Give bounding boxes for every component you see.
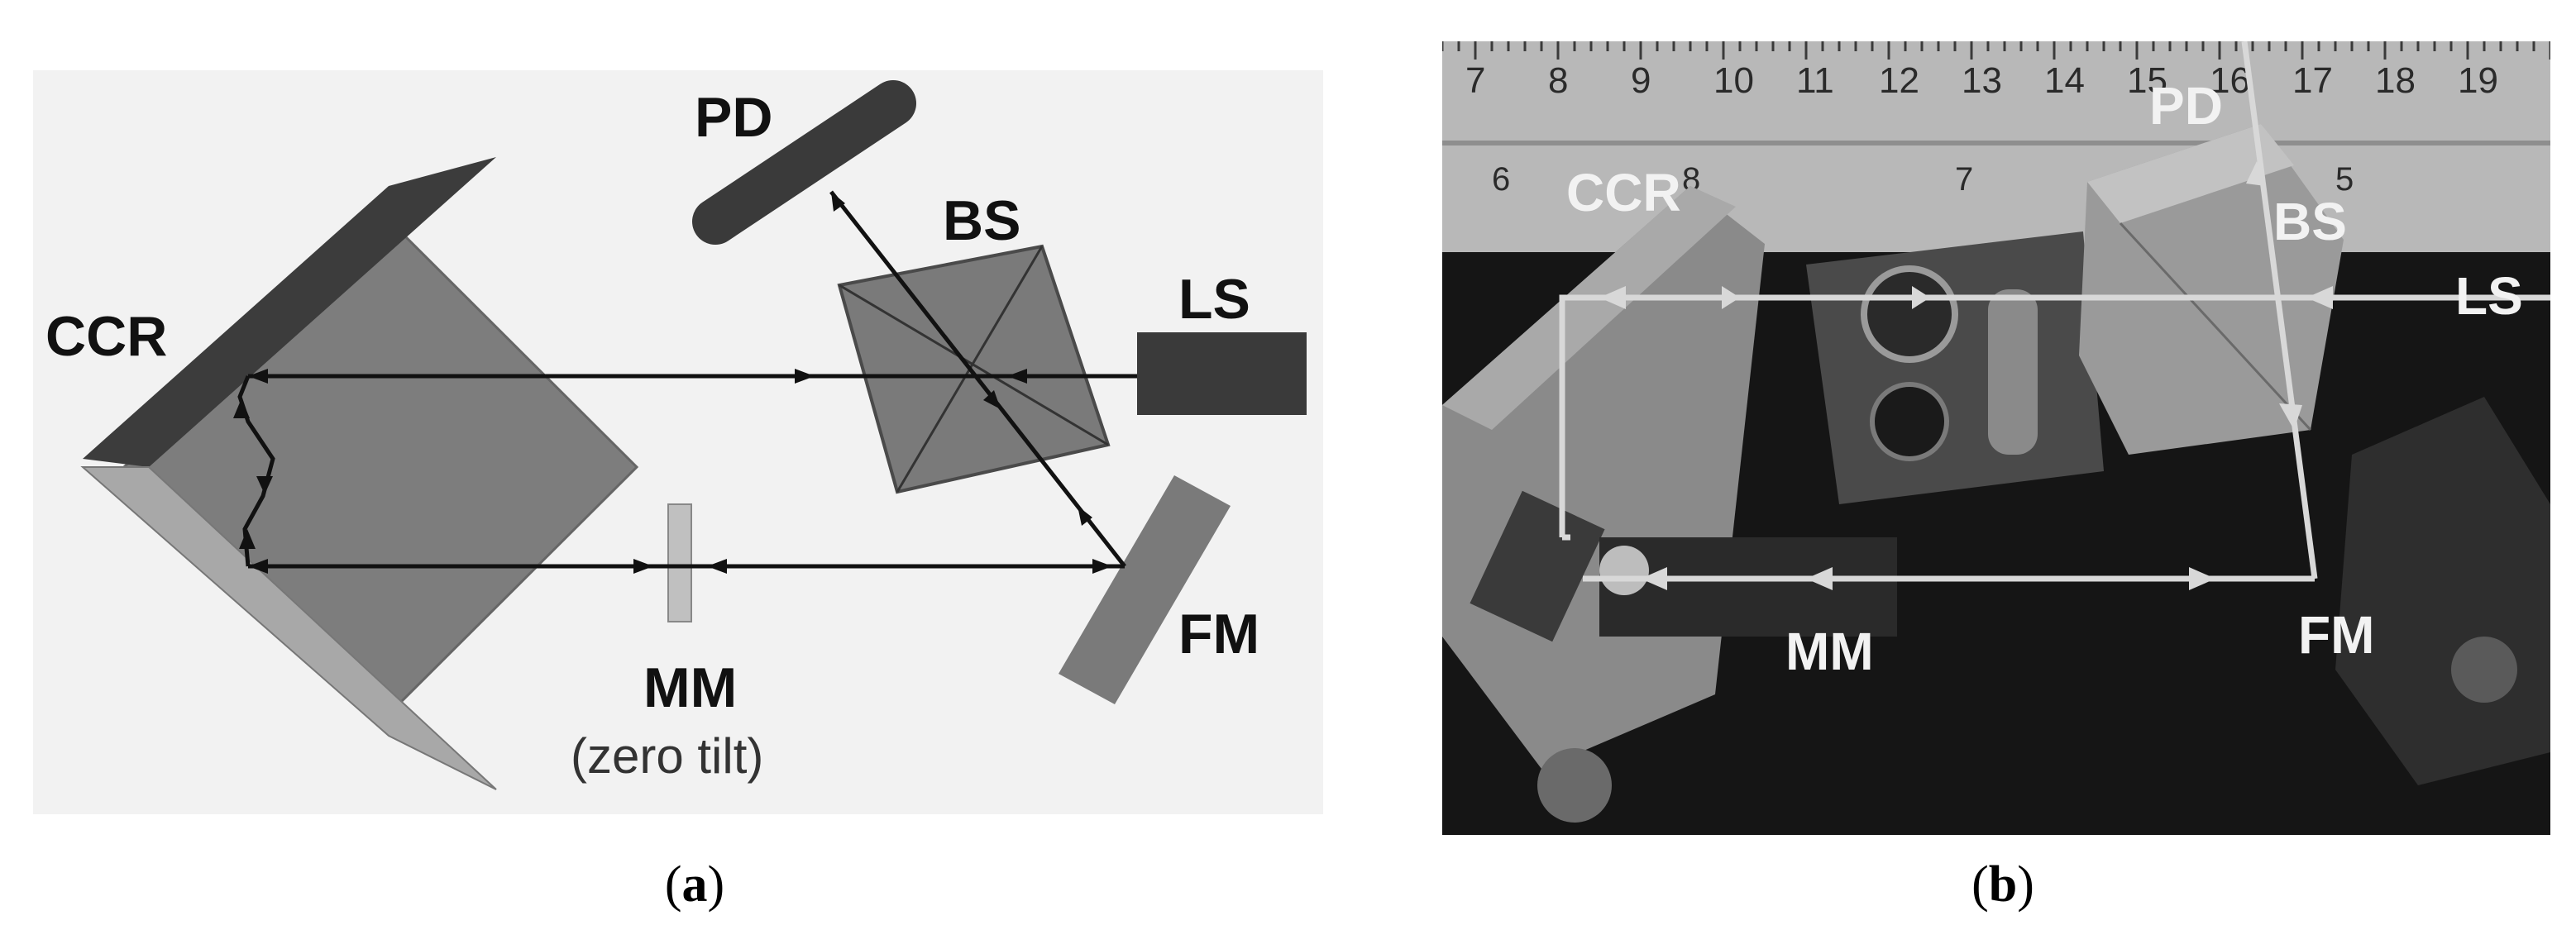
- photo-screw-1: [1861, 265, 1958, 363]
- caption-b-letter: b: [1988, 856, 2018, 913]
- arrow-lower-from-mm: [707, 559, 727, 574]
- photo-beam-diagonal: [2241, 41, 2318, 579]
- ccr-component: [80, 157, 639, 790]
- ruler-number: 8: [1548, 60, 1568, 101]
- ruler-inch-number: 7: [1955, 161, 1973, 198]
- ruler: 7 8 9 10 11 12 13 14 15 16 17 18 19 6 8 7 5: [1442, 41, 2550, 252]
- photo-label-ls: LS: [2455, 266, 2523, 326]
- schematic-labels: PD BS LS CCR FM MM: [45, 86, 1259, 719]
- beam-in-ccr: [237, 375, 275, 567]
- caption-a: (a): [664, 856, 725, 913]
- arrow-diag-2: [1078, 506, 1092, 526]
- label-bs: BS: [943, 189, 1020, 252]
- photo-beam-upper: [1559, 294, 2550, 537]
- ruler-number: 15: [2127, 60, 2167, 101]
- ruler-inch-number: 6: [1492, 161, 1510, 198]
- photo-post: [1988, 289, 2038, 455]
- schematic-panel: PD BS LS CCR FM MM (zero tilt): [0, 0, 1356, 860]
- ruler-number: 9: [1631, 60, 1651, 101]
- photo-arrow-upper-3: [1912, 286, 1930, 309]
- label-fm: FM: [1178, 603, 1259, 665]
- ruler-number: 13: [1962, 60, 2002, 101]
- photo-arrow-upper-left: [1599, 286, 1626, 309]
- ruler-number: 11: [1796, 60, 1834, 101]
- photo-knob: [1537, 748, 1612, 823]
- label-ls: LS: [1178, 268, 1250, 331]
- ruler-inch-number: 8: [1682, 161, 1700, 198]
- photo-ccr-top: [1442, 186, 1736, 430]
- photo-arrow-pd: [2246, 161, 2265, 186]
- photo-label-pd: PD: [2149, 76, 2223, 136]
- ruler-inch-number: 5: [2335, 161, 2354, 198]
- mm-component: [667, 503, 692, 622]
- photo-beam-arrows: [1599, 161, 2333, 590]
- photo-arrow-lower-3: [2189, 567, 2215, 590]
- photo-arrow-lower-1: [1641, 567, 1667, 590]
- ls-component: [1137, 332, 1307, 415]
- photo-label-ccr: CCR: [1566, 163, 1681, 222]
- label-pd: PD: [695, 86, 772, 149]
- ruler-number: 17: [2292, 60, 2333, 101]
- ruler-number: 19: [2458, 60, 2498, 101]
- photo-bs-diagonal: [2119, 222, 2312, 432]
- photo-arrow-diag: [2279, 403, 2302, 430]
- photo-screw-2: [1870, 382, 1949, 461]
- label-mm-note: (zero tilt): [571, 728, 763, 784]
- ruler-numbers: 7 8 9 10 11 12 13 14 15 16 17 18 19: [1465, 60, 2498, 101]
- arrow-ccr-2: [256, 476, 273, 494]
- ruler-number: 16: [2210, 60, 2250, 101]
- photo-label-fm: FM: [2298, 605, 2374, 665]
- ccr-top-face: [83, 157, 496, 467]
- photo-ccr-label-patch: [1470, 490, 1605, 642]
- beam-arrows: [233, 192, 1112, 574]
- ruler-ticks: [1442, 41, 2550, 60]
- label-ccr: CCR: [45, 305, 167, 368]
- setup-photo: 7 8 9 10 11 12 13 14 15 16 17 18 19 6 8 7 5: [1442, 41, 2550, 835]
- arrow-diag-1: [983, 390, 1001, 409]
- beam-paths: [237, 190, 1137, 569]
- arrow-lower-left: [248, 559, 268, 574]
- photo-arrow-upper-right: [2306, 286, 2333, 309]
- ruler-number: 12: [1879, 60, 1919, 101]
- photo-mm-mount: [1599, 537, 1897, 637]
- bs-component: [837, 244, 1111, 494]
- caption-b: (b): [1971, 856, 2034, 913]
- ccr-bottom-face: [80, 466, 497, 790]
- arrow-upper-mid: [795, 369, 815, 384]
- photo-label-mm: MM: [1785, 622, 1874, 681]
- arrow-lower-right: [1092, 559, 1112, 574]
- ruler-number: 14: [2044, 60, 2085, 101]
- arrow-ccr-3: [239, 529, 256, 549]
- arrow-ccr-1: [233, 398, 250, 418]
- arrow-to-pd: [831, 192, 845, 212]
- beam-diagonal: [829, 190, 1126, 568]
- photo-mount: [1806, 231, 2104, 504]
- photo-fm-knob: [2451, 637, 2517, 703]
- ruler-number: 10: [1713, 60, 1754, 101]
- bs-diagonal-1: [839, 284, 1109, 446]
- ruler-inch-numbers: 6 8 7 5: [1492, 161, 2354, 198]
- photo-mm-highlight: [1599, 546, 1649, 595]
- label-mm: MM: [643, 656, 737, 719]
- arrow-upper-right: [1007, 369, 1027, 384]
- photo-arrow-lower-2: [1806, 567, 1833, 590]
- photo-label-bs: BS: [2273, 192, 2347, 251]
- caption-a-letter: a: [681, 856, 708, 913]
- ruler-number: 18: [2375, 60, 2416, 101]
- schematic-diagram: PD BS LS CCR FM MM (zero tilt): [33, 70, 1323, 814]
- arrow-lower-to-mm: [633, 559, 653, 574]
- pd-component: [692, 80, 916, 245]
- photo-bs-top: [2087, 124, 2294, 223]
- ruler-number: 7: [1465, 60, 1485, 101]
- fm-component: [1059, 475, 1231, 704]
- photo-panel: 7 8 9 10 11 12 13 14 15 16 17 18 19 6 8 7 5: [1442, 41, 2550, 835]
- arrow-upper-left: [248, 369, 268, 384]
- photo-arrow-upper-2: [1722, 286, 1740, 309]
- photo-labels: CCR PD BS LS MM FM: [1566, 76, 2523, 681]
